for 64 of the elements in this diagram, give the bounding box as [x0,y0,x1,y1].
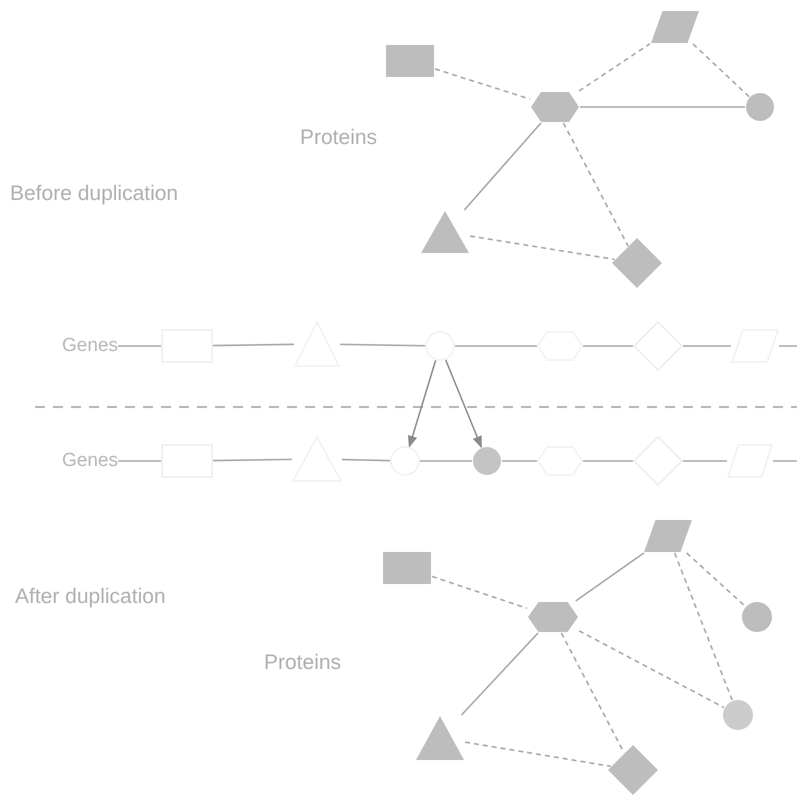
protein-rectangle [382,551,432,585]
gene-triangle [292,436,342,482]
protein-triangle [415,715,465,761]
protein-rectangle [385,44,435,78]
connector-line [460,632,539,716]
connector-line [674,552,733,700]
connector-line [212,458,292,462]
protein-circle [741,601,773,633]
gene-row-label: Genes [34,333,118,359]
protein-parallelogram [650,10,700,44]
connector-line [779,345,797,347]
section-title: Before duplication [10,181,178,207]
connector-line [118,460,161,462]
protein-diamond [607,744,659,795]
protein-parallelogram [643,519,693,553]
connector-line [502,460,537,462]
connector-line [455,345,537,347]
protein-circle [472,446,502,476]
section-title: Proteins [264,650,342,676]
section-label: After duplication [15,584,166,610]
gene-hexagon [537,331,583,361]
gene-parallelogram [731,329,779,363]
connector-line [683,460,727,462]
connector-line [432,576,528,610]
arrow [408,360,436,448]
connector-line [683,345,731,347]
gene-hexagon [537,446,583,476]
connector-line [470,235,615,260]
protein-triangle [420,210,470,254]
connector-line [340,344,426,347]
connector-line [773,460,797,462]
section-label: Proteins [300,125,378,151]
connector-line [562,122,629,246]
connector-line [118,345,161,347]
protein-hexagon [530,91,580,123]
gene-diamond [633,321,683,371]
protein-circle [722,699,754,731]
protein-circle [745,92,775,122]
gene-circle [390,446,420,476]
gene-rectangle [161,444,213,478]
gene-parallelogram [727,444,773,478]
arrow [444,360,482,448]
connector-line [583,345,633,347]
protein-diamond [611,237,663,289]
protein-hexagon [527,601,579,633]
connector-line [212,344,294,346]
connector-line [580,106,745,108]
connector-line [578,43,650,92]
connector-line [578,630,724,708]
connector-line [420,460,472,462]
gene-circle [425,331,455,361]
connector-line [583,460,633,462]
gene-rectangle [161,329,213,363]
connector-line [686,552,746,607]
gene-triangle [294,321,340,367]
gene-diamond [633,436,683,486]
connector-line [575,552,644,602]
connector-line [692,43,750,98]
connector-line [434,68,530,100]
gene-row-label: Genes [34,448,118,474]
connector-line [560,632,625,754]
connector-line [464,741,611,768]
connector-line [464,122,542,211]
connector-line [342,458,390,462]
